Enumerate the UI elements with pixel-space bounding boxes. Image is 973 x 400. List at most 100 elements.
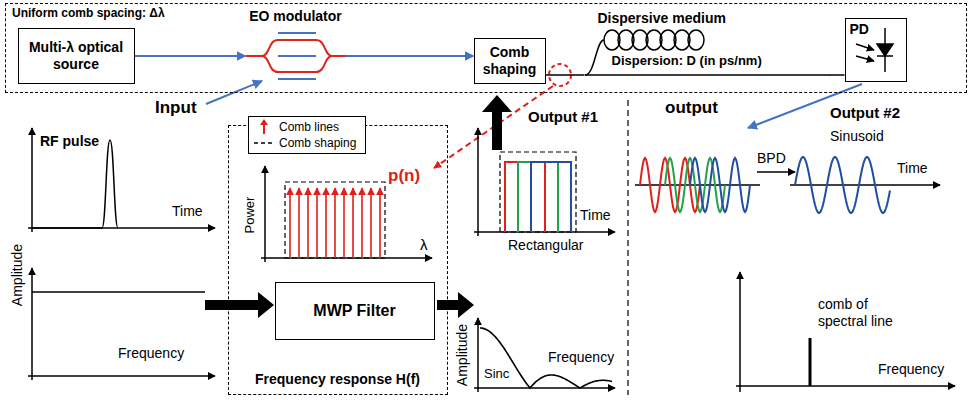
comb-lines bbox=[290, 188, 380, 258]
node-label: Dispersion: D (in ps/nm) bbox=[612, 53, 762, 69]
big-arrow bbox=[437, 292, 474, 318]
line-shape bbox=[739, 272, 741, 392]
line-shape bbox=[307, 188, 309, 258]
plot-label: Frequency bbox=[878, 361, 944, 378]
plot-label: BPD bbox=[757, 150, 786, 167]
plot-label: Frequency bbox=[548, 349, 614, 366]
legend-entry: Comb shaping bbox=[253, 135, 361, 151]
connector bbox=[346, 55, 474, 57]
plot-label: Time bbox=[897, 160, 928, 177]
line-shape bbox=[757, 171, 795, 173]
line-shape bbox=[263, 124, 265, 134]
path-shape bbox=[795, 157, 890, 213]
path-shape bbox=[505, 162, 545, 232]
line-shape bbox=[278, 55, 316, 57]
line-shape bbox=[278, 32, 316, 34]
legend-sample bbox=[253, 135, 275, 151]
connector bbox=[830, 74, 845, 76]
path-shape bbox=[32, 140, 118, 228]
plot-label: Sinc bbox=[484, 366, 509, 382]
line-shape bbox=[264, 166, 266, 262]
line-shape bbox=[856, 56, 874, 61]
legend-entry: Comb lines bbox=[253, 119, 361, 135]
line-shape bbox=[278, 78, 316, 80]
legend-sample bbox=[253, 119, 275, 135]
line-shape bbox=[31, 268, 33, 380]
line-shape bbox=[361, 188, 363, 258]
line-shape bbox=[379, 188, 381, 258]
comb-plot bbox=[261, 166, 432, 262]
line-shape bbox=[477, 128, 479, 236]
filter-box: MWP Filter bbox=[275, 282, 435, 340]
line-shape bbox=[477, 318, 479, 392]
big-arrow bbox=[205, 292, 274, 318]
line-shape bbox=[334, 188, 336, 258]
process-box: Comb shaping bbox=[474, 38, 546, 84]
source-box: Multi-λ optical source bbox=[18, 28, 135, 84]
plot-label: Output #2 bbox=[830, 104, 900, 122]
line-shape bbox=[585, 74, 830, 76]
line-shape bbox=[298, 188, 300, 258]
line-shape bbox=[790, 184, 940, 186]
node-label: Frequency response H(f) bbox=[229, 371, 446, 388]
dispersive-fiber: Dispersive mediumDispersion: D (in ps/nm… bbox=[585, 8, 830, 80]
plot-label: Time bbox=[172, 203, 203, 220]
modulator: EO modulator bbox=[246, 6, 346, 86]
plot-label: λ bbox=[420, 236, 428, 254]
path-shape bbox=[877, 44, 893, 56]
output1-plots bbox=[474, 128, 615, 392]
node-label: MWP Filter bbox=[308, 298, 400, 323]
mzm-symbol bbox=[246, 33, 346, 79]
axis-title: Amplitude bbox=[9, 244, 26, 306]
line-shape bbox=[877, 55, 893, 57]
node-label: PD bbox=[850, 21, 869, 38]
path-shape bbox=[690, 158, 750, 212]
pointer-arrow bbox=[434, 86, 553, 168]
line-shape bbox=[32, 291, 205, 293]
line-shape bbox=[736, 385, 955, 387]
input-plots bbox=[28, 128, 215, 380]
rect-shape bbox=[285, 182, 385, 258]
path-shape bbox=[260, 119, 268, 125]
plot-label: output bbox=[665, 98, 718, 118]
axis-title: Power bbox=[242, 197, 258, 234]
line-shape bbox=[289, 188, 291, 258]
path-shape bbox=[518, 162, 558, 232]
plot-label: comb of spectral line bbox=[818, 296, 918, 330]
ellipse-shape bbox=[688, 30, 704, 50]
plot-label: Output #1 bbox=[528, 108, 598, 126]
line-shape bbox=[474, 387, 615, 389]
path-shape bbox=[531, 162, 571, 232]
path-shape bbox=[585, 40, 604, 75]
line-shape bbox=[31, 128, 33, 232]
separator bbox=[627, 100, 628, 395]
legend-box: Comb linesComb shaping bbox=[248, 116, 366, 154]
path-shape bbox=[262, 56, 332, 72]
line-shape bbox=[635, 184, 760, 186]
line-shape bbox=[28, 375, 215, 377]
node-label: EO modulator bbox=[236, 8, 356, 25]
line-shape bbox=[254, 142, 274, 144]
photodetector-box: PD bbox=[845, 18, 907, 82]
fiber-coil bbox=[585, 30, 830, 75]
line-shape bbox=[370, 188, 372, 258]
plot-label: Sinusoid bbox=[830, 128, 884, 145]
line-shape bbox=[343, 188, 345, 258]
node-label: Comb shaping bbox=[475, 41, 545, 81]
node-label: Dispersive medium bbox=[598, 10, 726, 27]
path-shape bbox=[665, 158, 725, 212]
node-label: Uniform comb spacing: Δλ bbox=[12, 6, 165, 20]
plot-label: p(n) bbox=[388, 166, 420, 186]
rect-shape bbox=[500, 152, 576, 232]
legend-text: Comb lines bbox=[279, 120, 339, 134]
filter-group: Frequency response H(f) MWP Filter bbox=[228, 125, 448, 395]
plot-label: Rectangular bbox=[508, 237, 584, 254]
plot-label: RF pulse bbox=[40, 133, 99, 150]
path-shape bbox=[246, 40, 346, 56]
line-shape bbox=[316, 188, 318, 258]
node-label: Multi-λ optical source bbox=[19, 36, 134, 76]
connector bbox=[135, 55, 246, 57]
